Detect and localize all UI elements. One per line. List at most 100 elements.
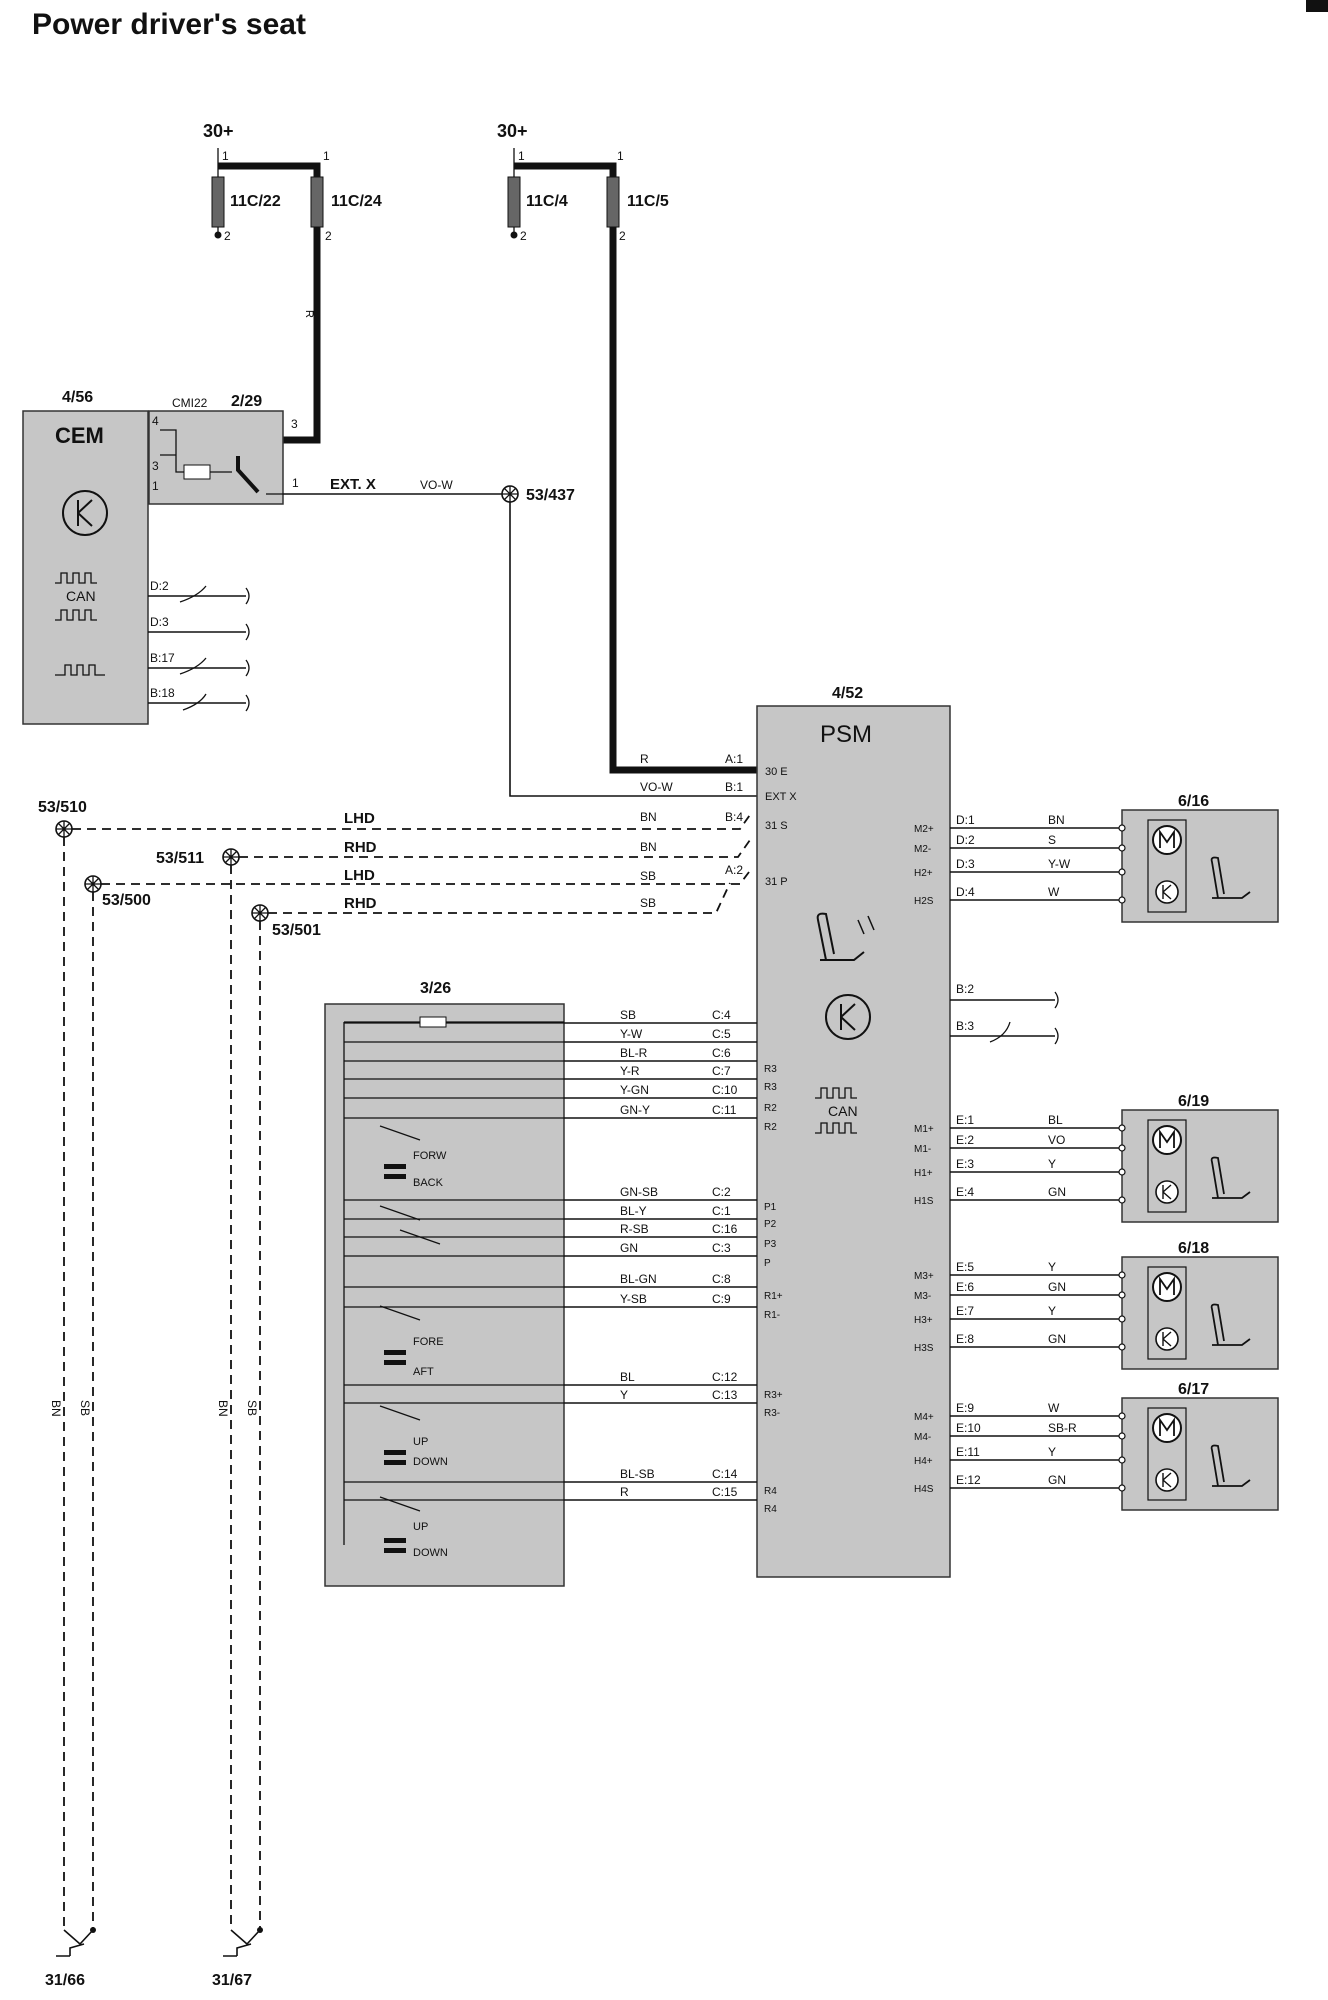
relay-conn: CMI22 (172, 396, 208, 410)
psm-pin-name: H2S (914, 896, 934, 907)
wire-r-to-psm (609, 227, 757, 774)
pin-label: B:3 (956, 1019, 974, 1033)
wire-color: SB (245, 1400, 259, 1416)
wire-color: Y-GN (620, 1083, 649, 1097)
fuse-label: 11C/5 (627, 193, 669, 210)
relay-ref: 2/29 (231, 393, 262, 410)
hall-sensor-icon (1155, 880, 1179, 904)
psm-pin-name: P2 (764, 1219, 777, 1230)
page-title: Power driver's seat (32, 8, 306, 41)
seat-icon (1210, 1303, 1251, 1346)
fuse-label: 11C/24 (331, 193, 382, 210)
psm-pin-name: H3S (914, 1343, 934, 1354)
cem-controller-icon (62, 490, 108, 536)
pin-label: D:2 (150, 579, 169, 593)
switch-direction-label: BACK (413, 1177, 444, 1189)
psm-pin-name: H2+ (914, 868, 933, 879)
pin-label: C:16 (712, 1222, 738, 1236)
switch-direction-label: UP (413, 1521, 428, 1533)
pin-label: E:8 (956, 1332, 974, 1346)
fuse-11c24: 11C/24 1 2 (310, 149, 382, 243)
pin-label: C:1 (712, 1204, 731, 1218)
pin-label: E:12 (956, 1473, 981, 1487)
pin-label: C:2 (712, 1185, 731, 1199)
pin-label: B:2 (956, 982, 974, 996)
pin-label: 1 (292, 476, 299, 490)
switch-direction-label: UP (413, 1436, 428, 1448)
cem-label: CEM (55, 423, 104, 448)
ground-label: 53/501 (272, 922, 321, 939)
psm-pin-name: M1- (914, 1144, 931, 1155)
pin-label: B:4 (725, 810, 743, 824)
psm-pin-name: R3- (764, 1408, 780, 1419)
wire-color: VO-W (640, 780, 673, 794)
psm-pin-name: P3 (764, 1239, 777, 1250)
variant-label: LHD (344, 810, 375, 827)
ground-label: 53/511 (156, 850, 204, 867)
can-signal-icon (815, 1122, 857, 1134)
ground-point-31-67: 31/67 (212, 1927, 263, 1989)
pin-label: 2 (325, 229, 332, 243)
wire-color: BL-Y (620, 1204, 647, 1218)
pin-label: E:11 (956, 1445, 980, 1459)
wire-color: Y-W (1048, 857, 1071, 871)
wire-color: VO (1048, 1133, 1065, 1147)
pin-label: 1 (617, 149, 624, 163)
wire-color: GN (1048, 1280, 1066, 1294)
pin-label: C:13 (712, 1388, 738, 1402)
ground-label: 53/510 (38, 799, 87, 816)
pin-label: E:2 (956, 1133, 974, 1147)
fuse-11c4: 11C/4 1 2 (507, 148, 568, 243)
pin-label: C:3 (712, 1241, 731, 1255)
psm-ref: 4/52 (832, 685, 863, 702)
switch-direction-label: FORW (413, 1150, 447, 1162)
can-signal-icon (55, 572, 97, 584)
fuse-label: 11C/4 (526, 193, 568, 210)
pin-label: 1 (152, 479, 159, 493)
wire-color: SB (640, 869, 656, 883)
hall-sensor-icon (1155, 1180, 1179, 1204)
pin-label: A:2 (725, 863, 743, 877)
wire-color: GN (1048, 1473, 1066, 1487)
pin-label: B:18 (150, 686, 175, 700)
psm-pin-name: M4- (914, 1432, 931, 1443)
pin-label: 3 (291, 417, 298, 431)
ground-53-501 (251, 904, 269, 922)
cem-module (22, 410, 149, 725)
relay-coil-icon (160, 429, 232, 480)
psm-pin-name: M1+ (914, 1124, 934, 1135)
pin-label: 2 (619, 229, 626, 243)
pin-label: E:7 (956, 1304, 974, 1318)
psm-pin-name: R2 (764, 1122, 777, 1133)
wire-color: SB (78, 1400, 92, 1416)
wire-color: SB (640, 896, 656, 910)
seat-icon (1210, 1444, 1251, 1487)
pin-label: C:5 (712, 1027, 731, 1041)
wire-color: W (1048, 885, 1060, 899)
relay-module (148, 410, 284, 505)
wire-color: R (640, 752, 649, 766)
pin-label: D:2 (956, 833, 975, 847)
psm-can-label: CAN (828, 1103, 858, 1119)
psm-label: PSM (820, 721, 872, 748)
psm-pin-name: M3+ (914, 1271, 934, 1282)
motor-icon (1152, 1413, 1182, 1443)
wire-ground-510 (72, 811, 753, 830)
psm-pin-name: H1S (914, 1196, 934, 1207)
psm-pin-name: M2- (914, 844, 931, 855)
motor-module (1121, 1256, 1279, 1370)
pin-label: E:3 (956, 1157, 974, 1171)
ext-x-color: VO-W (420, 478, 453, 492)
psm-pin-name: P (764, 1258, 771, 1269)
